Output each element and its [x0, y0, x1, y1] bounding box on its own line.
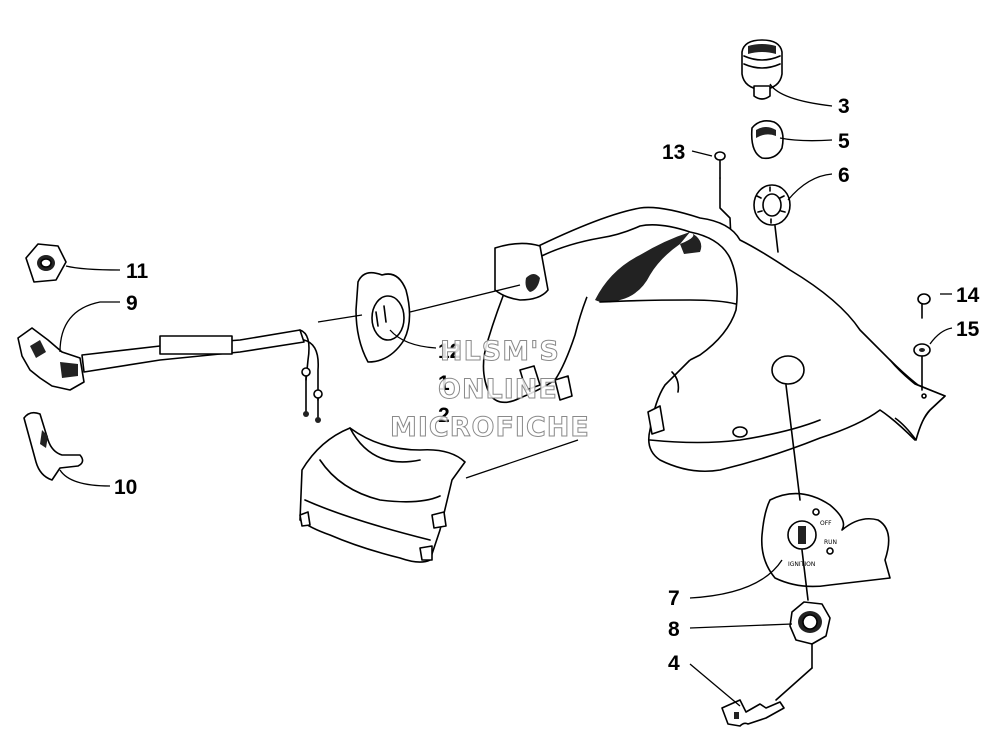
callout-15: 15 [956, 318, 980, 341]
callout-6: 6 [838, 164, 850, 187]
part-6-lock-washer [753, 184, 791, 226]
part-3-switch-boot [741, 39, 783, 100]
part-14-screw [917, 293, 931, 319]
part-11-nut [25, 243, 67, 283]
callout-11: 11 [126, 260, 149, 283]
callout-5: 5 [838, 130, 850, 153]
part-1-console-housing [482, 206, 946, 473]
part-9-throttle-control [17, 327, 323, 423]
watermark-line2: ONLINE [438, 374, 558, 406]
callout-4: 4 [668, 652, 680, 675]
callout-2: 2 [438, 404, 450, 427]
switch-ignition-label: IGNITION [788, 561, 815, 568]
switch-run-label: RUN [824, 539, 837, 546]
part-10-lever [23, 411, 84, 481]
part-4-key [721, 667, 813, 727]
part-8-hex-nut [789, 601, 831, 645]
callout-14: 14 [956, 284, 980, 307]
watermark-line1: HLSM'S [440, 336, 560, 368]
switch-off-label: OFF [820, 520, 832, 527]
callout-9: 9 [126, 292, 138, 315]
callout-7: 7 [668, 587, 680, 610]
callout-13: 13 [662, 141, 685, 164]
part-15-washer [913, 343, 931, 391]
callout-12: 12 [438, 340, 461, 363]
leader-lines [59, 83, 953, 707]
part-7-ignition-plate: OFF RUN IGNITION [760, 384, 891, 601]
callout-3: 3 [838, 95, 850, 118]
watermark-line3: MICROFICHE [390, 412, 590, 444]
callout-8: 8 [668, 618, 680, 641]
part-12-plate [355, 271, 411, 363]
part-2-leader [465, 439, 579, 479]
part-12-axis-line [317, 284, 521, 323]
callout-1: 1 [438, 372, 450, 395]
part-5-bezel [750, 120, 784, 160]
callout-10: 10 [114, 476, 137, 499]
part-6-center-line [774, 225, 779, 253]
part-2-lower-cover [299, 427, 466, 563]
